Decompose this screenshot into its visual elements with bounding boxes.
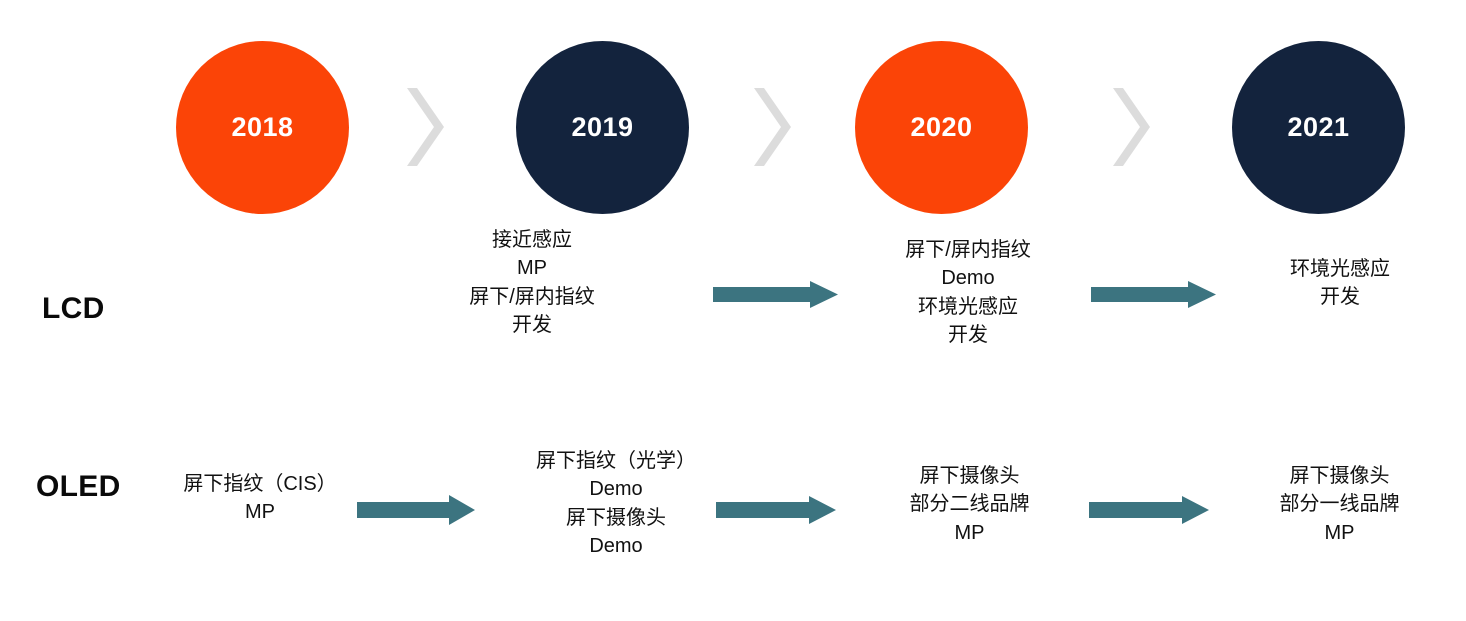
year-label: 2019 [571,112,634,142]
cell-oled-2018: 屏下指纹（CIS） MP [160,470,360,527]
cell-line: 接近感应 [492,229,572,251]
cell-line: 屏下摄像头 [919,465,1020,487]
right-arrow-icon-oled-1 [357,495,475,525]
year-label: 2020 [910,112,973,142]
cell-oled-2019: 屏下指纹（光学） Demo 屏下摄像头 Demo [500,447,732,561]
cell-lcd-2020: 屏下/屏内指纹 Demo 环境光感应 开发 [858,236,1078,350]
cell-line: Demo [941,267,995,290]
cell-line: 部分一线品牌 [1279,493,1400,516]
cell-line: 屏下摄像头 [1289,465,1390,487]
year-label: 2021 [1287,112,1350,142]
cell-line: Demo [589,478,643,501]
cell-oled-2021: 屏下摄像头 部分一线品牌 MP [1232,462,1447,547]
cell-line: 屏下指纹（光学） [536,450,696,472]
cell-line: 环境光感应 [1290,258,1390,280]
cell-line: 屏下/屏内指纹 [469,285,595,308]
row-label-lcd: LCD [42,292,105,325]
cell-line: 部分二线品牌 [909,493,1030,516]
year-circle-2021[interactable]: 2021 [1232,41,1405,214]
cell-oled-2020: 屏下摄像头 部分二线品牌 MP [862,462,1077,547]
year-circle-2018[interactable]: 2018 [176,41,349,214]
right-arrow-icon-lcd-1 [713,281,838,308]
cell-lcd-2021: 环境光感应 开发 [1230,255,1450,312]
cell-line: 开发 [1320,286,1360,309]
cell-lcd-2019: 接近感应 MP 屏下/屏内指纹 开发 [422,226,642,340]
cell-line: 环境光感应 [918,295,1018,318]
cell-line: 屏下指纹（CIS） [183,473,337,495]
cell-line: 开发 [948,324,988,347]
year-circle-2020[interactable]: 2020 [855,41,1028,214]
chevron-right-icon-1 [401,88,447,166]
right-arrow-icon-lcd-2 [1091,281,1216,308]
cell-line: MP [954,521,985,544]
row-label-oled: OLED [36,470,121,503]
cell-line: 屏下/屏内指纹 [905,239,1031,261]
cell-line: 屏下摄像头 [566,506,666,529]
chevron-right-icon-2 [748,88,794,166]
cell-line: MP [517,257,547,280]
year-circle-2019[interactable]: 2019 [516,41,689,214]
cell-line: MP [245,501,275,524]
cell-line: 开发 [512,314,552,337]
cell-line: MP [1324,521,1355,544]
chevron-right-icon-3 [1107,88,1153,166]
right-arrow-icon-oled-3 [1089,496,1209,524]
year-label: 2018 [231,112,294,142]
right-arrow-icon-oled-2 [716,496,836,524]
cell-line: Demo [589,535,643,558]
